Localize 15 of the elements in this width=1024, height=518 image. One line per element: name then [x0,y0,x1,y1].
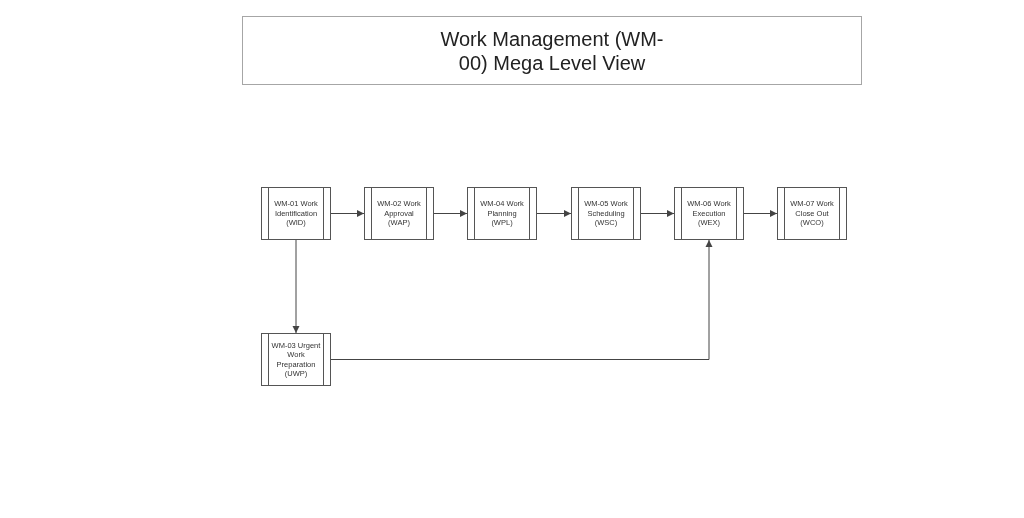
predefined-process-box [467,187,537,240]
predefined-process-box [571,187,641,240]
arrow [292,239,300,334]
arrow [640,210,675,217]
diagram-title: Work Management (WM-00) Mega Level View [439,26,665,75]
arrow [743,210,778,217]
predefined-process-box [777,187,847,240]
arrow [433,210,468,217]
arrow [536,210,572,217]
predefined-process-box [261,333,331,386]
predefined-process-box [674,187,744,240]
predefined-process-box [261,187,331,240]
predefined-process-box [364,187,434,240]
arrow [330,210,365,217]
arrow [330,239,713,360]
